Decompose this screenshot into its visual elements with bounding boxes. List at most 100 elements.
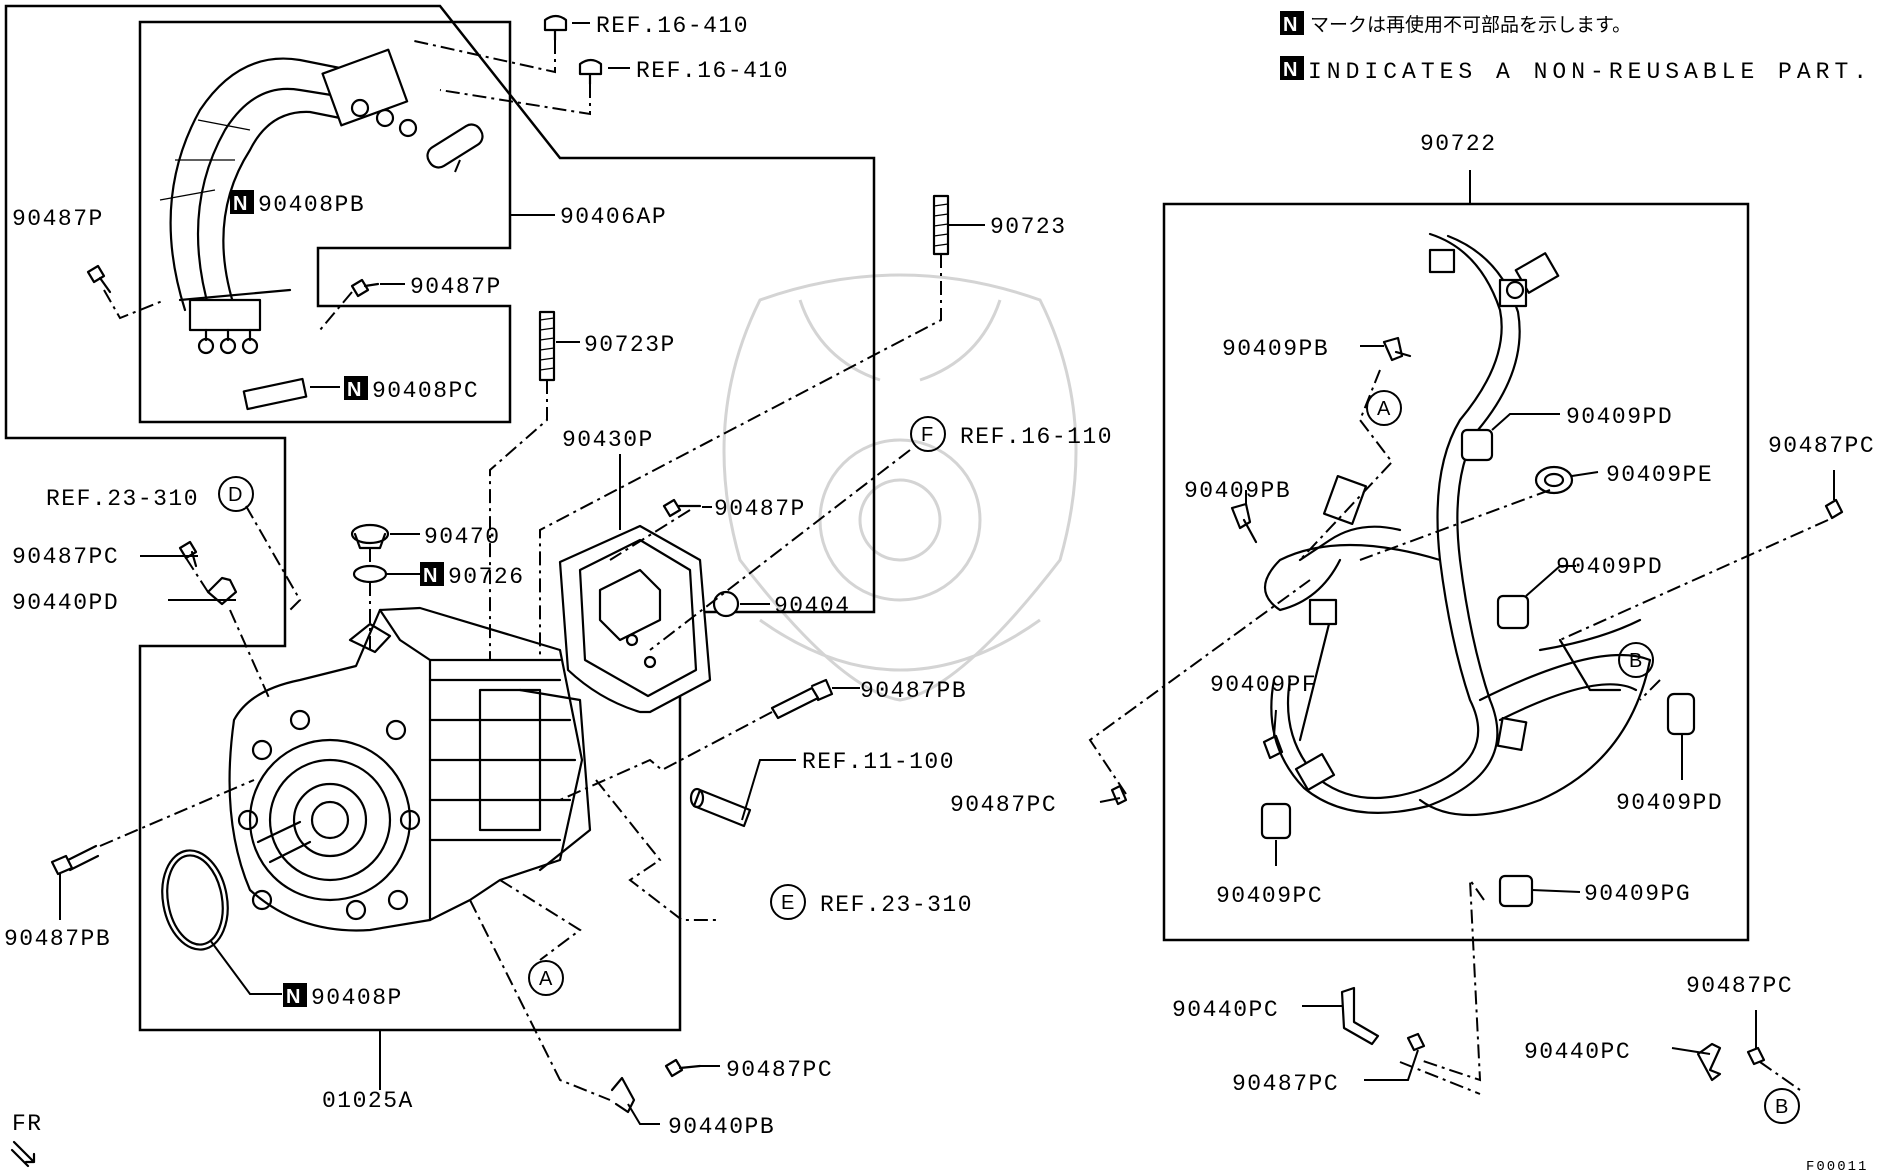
nut-90404 [712, 590, 740, 618]
bolt-90487PC-right [1824, 498, 1844, 520]
bolt-90487PB-left [50, 844, 100, 876]
label-ref-16-110: REF.16-110 [960, 424, 1113, 450]
label-90487P-mid: 90487P [410, 274, 502, 300]
bolt-90487PC-mid [1110, 784, 1128, 806]
label-90408PC: 90408PC [372, 378, 479, 404]
label-90487PC-right: 90487PC [1768, 433, 1875, 459]
n-tag-90408PB [230, 190, 254, 214]
label-90408P: 90408P [311, 985, 403, 1011]
callout-D: D [228, 484, 242, 506]
callout-B-lower-circle [1764, 1088, 1800, 1124]
figure-id: F00011 [1806, 1159, 1868, 1173]
clamp-90409PE [1534, 465, 1574, 495]
washer-90726 [352, 564, 388, 584]
label-90409PF: 90409PF [1210, 672, 1317, 698]
label-90487PB-left: 90487PB [4, 926, 111, 952]
callout-B-right: B [1629, 650, 1642, 672]
label-90409PG: 90409PG [1584, 881, 1691, 907]
bolt-90487PC-lower [1406, 1032, 1426, 1052]
cover-90430P [558, 524, 712, 714]
label-90487PC-lower: 90487PC [1232, 1071, 1339, 1097]
n-tag-90408PC [344, 376, 368, 400]
bolt-90487PC-bottom [664, 1058, 702, 1078]
bolt-90487P-left [86, 264, 112, 294]
n-tag-90408PC-text: N [347, 379, 361, 401]
callout-B-lower: B [1775, 1096, 1788, 1118]
bracket-90440PB [610, 1076, 636, 1114]
n-tag-90726 [420, 562, 444, 586]
clamp-90409PC [1260, 802, 1292, 840]
harness-subframe-90406AP [138, 20, 512, 424]
callout-E: E [781, 892, 794, 914]
motor-generator-01025A [228, 606, 592, 932]
label-90409PD-a: 90409PD [1566, 404, 1673, 430]
stud-90723 [932, 194, 950, 256]
bracket-90440PD [206, 576, 238, 606]
callout-A-right: A [1377, 398, 1391, 420]
clamp-90409PD-a [1460, 428, 1494, 462]
callout-A-right-circle [1366, 390, 1402, 426]
legend-en-text: INDICATES A NON-REUSABLE PART. [1308, 59, 1872, 85]
clip-90409PB-a [1382, 336, 1412, 362]
callout-F: F [921, 424, 933, 446]
label-fr: FR [12, 1111, 43, 1137]
cable-harness-drawing [159, 48, 418, 355]
n-tag-90726-text: N [423, 565, 437, 587]
label-90726: 90726 [448, 564, 525, 590]
label-90406AP: 90406AP [560, 204, 667, 230]
label-90722: 90722 [1420, 131, 1497, 157]
pipe-ref11-100 [689, 787, 752, 828]
label-90409PD-c: 90409PD [1616, 790, 1723, 816]
label-90470: 90470 [424, 524, 501, 550]
clamp-90409PD-b [1496, 594, 1530, 630]
label-90487PC-lowright: 90487PC [1686, 973, 1793, 999]
legend-jp-text: マークは再使用不可部品を示します。 [1310, 14, 1631, 36]
n-tag-90408P-text: N [286, 986, 300, 1008]
callout-B-right-circle [1618, 642, 1654, 678]
label-01025A: 01025A [322, 1088, 414, 1114]
clamp-90409PD-c [1666, 692, 1696, 736]
n-symbol-box-en [1280, 56, 1304, 80]
phantom-lines [99, 39, 1829, 1101]
clip-90409PF [1262, 734, 1284, 760]
label-90440PB: 90440PB [668, 1114, 775, 1140]
clip-90409PB-b [1230, 502, 1258, 544]
assembly-boundary-90722 [1162, 202, 1750, 942]
label-90409PC: 90409PC [1216, 883, 1323, 909]
o-ring-90408P-inner [166, 854, 224, 946]
n-tag-90408PB-text: N [233, 193, 247, 215]
label-90487PC-left: 90487PC [12, 544, 119, 570]
label-90723: 90723 [990, 214, 1067, 240]
label-90409PB-b: 90409PB [1184, 478, 1291, 504]
leader-lines [59, 22, 1835, 1125]
callout-F-circle [910, 416, 946, 452]
callout-A-lower: A [539, 968, 553, 990]
label-90487PB-right: 90487PB [860, 678, 967, 704]
label-90409PB-a: 90409PB [1222, 336, 1329, 362]
assembly-boundary-01025A [4, 4, 876, 1032]
n-symbol-en: N [1283, 59, 1297, 81]
label-ref-16-410-a: REF.16-410 [596, 13, 749, 39]
stud-90723P [538, 310, 556, 382]
plug-90470 [350, 523, 390, 550]
label-ref-23-310-e: REF.23-310 [820, 892, 973, 918]
label-90487PC-bottom: 90487PC [726, 1057, 833, 1083]
label-90723P: 90723P [584, 332, 676, 358]
n-tag-90408P [283, 983, 307, 1007]
label-90408PB: 90408PB [258, 192, 365, 218]
callout-D-circle [218, 476, 254, 512]
label-90409PD-b: 90409PD [1556, 554, 1663, 580]
clamp-90409PG [1498, 874, 1534, 908]
label-90487P-left: 90487P [12, 206, 104, 232]
bolt-90487PC-lowright [1746, 1046, 1766, 1066]
bolt-ref16-410-a [543, 14, 568, 42]
gasket-90408PC [242, 377, 308, 411]
watermark-emblem [722, 273, 1078, 702]
wiring-harness-90722 [1264, 232, 1652, 817]
legend: N マークは再使用不可部品を示します。 N INDICATES A NON-RE… [1280, 11, 1872, 85]
part-labels: REF.16-410 REF.16-410 90487P N 90408PB 9… [4, 13, 1875, 1173]
callout-A-lower-circle [528, 960, 564, 996]
fr-arrow-icon [10, 1140, 36, 1168]
bolt-ref16-410-b [578, 58, 603, 86]
